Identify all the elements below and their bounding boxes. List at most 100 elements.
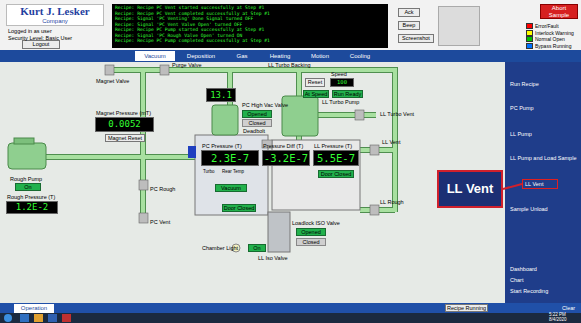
pressure-readout: Pressure Diff (T)-3.2E-7 <box>262 150 310 166</box>
readout-heading: PC Pressure (T) <box>202 143 242 149</box>
event-log: Recipe: Recipe PC Vent started successfu… <box>112 4 388 48</box>
node-text: Run Ready <box>334 91 362 97</box>
login-text: Logged in as user <box>8 28 52 34</box>
status-indicator: Closed <box>242 119 272 127</box>
node-text: Recipe: Recipe PC Vent started successfu… <box>115 5 264 11</box>
node-text: -3.2E-7 <box>264 152 308 164</box>
node-text: 100 <box>337 79 347 85</box>
legend-row: Error/Fault <box>526 23 559 29</box>
node-text: LL Vent <box>525 181 543 187</box>
pump-label: LL Turbo Pump <box>322 99 359 105</box>
node-text: Abort Sample <box>541 5 577 19</box>
status-indicator: On <box>15 183 41 191</box>
node-text: Opened <box>247 111 267 117</box>
pump-label: LL Turbo Backing <box>268 62 311 68</box>
node-text: 0.0052 <box>108 119 141 129</box>
node-text: On <box>253 245 260 251</box>
tab: Heating <box>262 51 298 61</box>
logout-button: Logout <box>22 40 60 49</box>
clock-date: 8/4/2020 <box>549 318 567 323</box>
menu-item: LL Pump <box>508 129 578 139</box>
readout-heading: Pressure Diff (T) <box>263 143 303 149</box>
node-text: Company <box>42 18 68 25</box>
ack-button: Ack <box>398 8 420 17</box>
menu-item: PC Pump <box>508 103 578 113</box>
reset-button: Magnet Reset <box>105 134 145 142</box>
node-text: Gas <box>236 53 247 60</box>
node-text: Motion <box>311 53 329 60</box>
readout-heading: LL Pressure (T) <box>314 143 352 149</box>
tab: Motion <box>303 51 337 61</box>
legend-swatch <box>526 23 533 29</box>
status-indicator: Run Ready <box>332 90 363 98</box>
node-text: LL Pump and Load Sample <box>510 155 576 161</box>
legend-row: Normal Open <box>526 36 565 42</box>
legend-swatch <box>526 30 533 36</box>
company-logo: Kurt J. LeskerCompany <box>6 4 104 26</box>
node-text: Operation <box>21 305 47 312</box>
valve-label: Purge Valve <box>172 62 202 68</box>
node-text: 2.3E-7 <box>211 152 249 164</box>
node-text: Dashboard <box>510 266 537 272</box>
tool-panel <box>438 6 480 46</box>
node-text: Recipe: Recipe PC Pump started successfu… <box>115 27 264 33</box>
status-box: Recipe Running <box>445 304 488 312</box>
status-indicator: Opened <box>296 228 326 236</box>
valve-label: LL Iso Valve <box>258 255 288 261</box>
taskbar <box>0 313 581 323</box>
status-label: Deadbolt <box>243 128 265 134</box>
valve-label: LL Turbo Vent <box>380 111 414 117</box>
node-text: Recipe: Signal 'PC Venting' Done Signal … <box>115 16 253 22</box>
screenshot-button: Screenshot <box>398 34 434 43</box>
node-text: Chart <box>510 277 523 283</box>
node-text: Logout <box>33 41 50 47</box>
tab: Deposition <box>180 51 222 61</box>
node-text: Run Recipe <box>510 81 539 87</box>
temp-label: Turbo <box>203 170 215 175</box>
node-text: Beep <box>403 22 416 28</box>
status-indicator: On <box>248 244 266 252</box>
legend-text: Interlock Warning <box>535 30 574 36</box>
node-text: Closed <box>302 239 319 245</box>
tab-bar <box>0 50 581 62</box>
door-status: Door Closed <box>222 204 256 212</box>
callout-line <box>503 184 522 189</box>
pressure-readout: LL Pressure (T)5.5E-7 <box>313 150 359 166</box>
legend-text: Error/Fault <box>535 23 559 29</box>
node-text: Start Recording <box>510 288 548 294</box>
valve-label: LL Rough <box>380 199 404 205</box>
node-text: Opened <box>301 229 321 235</box>
node-text: Recipe: Signal 'PC Rough Valve Open' tur… <box>115 33 242 39</box>
legend-text: Normal Open <box>535 36 565 42</box>
readout-heading: Magnet Pressure (mT) <box>96 110 151 116</box>
valve-label: PC Rough <box>150 186 175 192</box>
valve-label: Magnet Valve <box>96 78 129 84</box>
menu-item: LL Pump and Load Sample <box>508 150 578 166</box>
node-text: Recipe: Recipe PC Vent completed success… <box>115 11 270 17</box>
node-text: On <box>24 184 31 190</box>
light-label: Chamber Light <box>202 245 238 251</box>
menu-item: LL Vent <box>522 179 558 189</box>
node-text: Deposition <box>187 53 215 60</box>
node-text: Kurt J. Lesker <box>20 5 89 18</box>
node-text: LL Vent <box>447 182 494 197</box>
status-indicator: At Speed <box>303 90 329 98</box>
node-text: 13.1 <box>210 90 232 100</box>
menu-item: Run Recipe <box>508 79 578 89</box>
node-text: Heating <box>270 53 291 60</box>
node-text: Recipe: Signal 'PC Vent Valve Open' turn… <box>115 22 242 28</box>
reset-button: Reset <box>305 78 325 87</box>
tab: Gas <box>227 51 257 61</box>
menu-item: Sample Unload <box>508 204 578 214</box>
node-text: Closed <box>248 120 265 126</box>
menu-item: Start Recording <box>508 286 578 296</box>
abort-button: Abort Sample <box>540 4 578 19</box>
node-text: Screenshot <box>402 35 430 41</box>
legend-row: Interlock Warning <box>526 30 574 36</box>
vacuum-button: Vacuum <box>215 184 247 192</box>
node-text: Vacuum <box>221 185 241 191</box>
clear-button: Clear <box>562 305 575 311</box>
login-text: Security Level: Basic User <box>8 35 72 41</box>
legend-swatch <box>526 36 533 42</box>
operation-tab: Operation <box>14 304 54 313</box>
